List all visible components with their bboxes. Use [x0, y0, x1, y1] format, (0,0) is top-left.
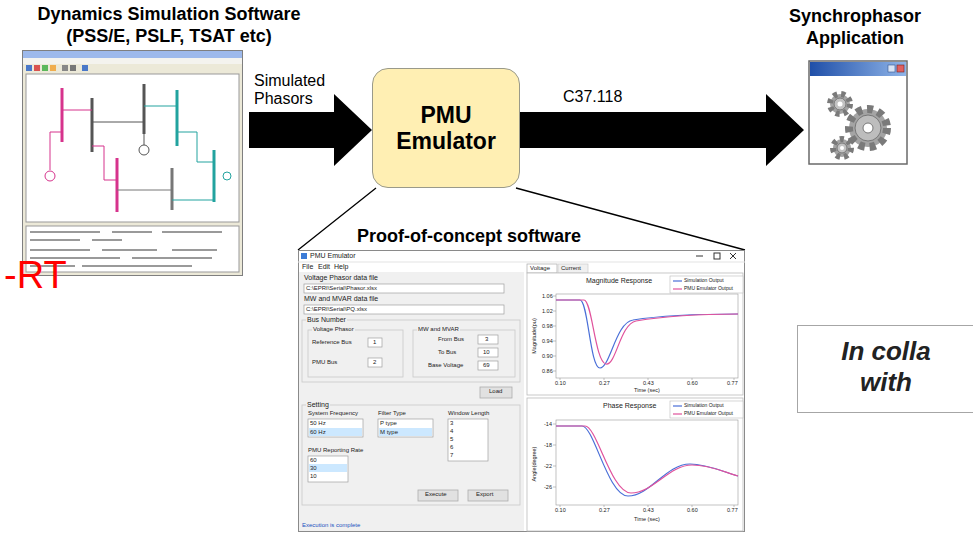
screen-text: 50 Hz [310, 420, 326, 427]
screen-text: C:\EPRI\Serial\Phasor.xlsx [306, 285, 377, 292]
screen-text: 0.60 [687, 380, 698, 386]
screen-text: C:\EPRI\Serial\PQ.xlsx [306, 306, 367, 313]
screen-text: Voltage [530, 265, 550, 272]
block-arrow [520, 94, 804, 166]
application-icon-node: Synchrophasor Application [770, 6, 940, 168]
screen-text: Execute [425, 491, 447, 498]
screen-text: Angle(degree) [531, 447, 537, 482]
screen-text: -14 [544, 421, 552, 427]
screen-text: 0.77 [727, 507, 738, 513]
screen-text: Voltage Phasor data file [304, 274, 378, 282]
screen-text: PMU Emulator Output [684, 411, 733, 417]
screen-text: 10 [310, 473, 317, 480]
screen-text: 0.86 [542, 368, 553, 374]
node-label: PMU Emulator [381, 102, 511, 155]
node-label: Synchrophasor Application [770, 6, 940, 49]
screen-text: Magnitude Response [586, 277, 652, 285]
screen-text: 7 [450, 452, 453, 459]
screen-text: P type [380, 420, 397, 427]
screen-text: Bus Number [306, 316, 347, 324]
screen-text: -22 [544, 463, 552, 469]
screen-text: 6 [450, 444, 453, 451]
collaboration-box: In colla with [797, 325, 973, 413]
screen-text: Window Length [448, 410, 489, 417]
screen-text: M type [380, 429, 398, 436]
screen-text: 3 [485, 336, 488, 343]
screen-text: 0.43 [643, 380, 654, 386]
screen-text: PMU Emulator [310, 252, 356, 260]
screen-text: Time (sec) [634, 387, 660, 393]
screen-text: 1 [373, 339, 376, 346]
screen-text: Filter Type [378, 410, 406, 417]
screen-text: Base Voltage [428, 362, 463, 369]
node-label: Proof-of-concept software [357, 226, 581, 248]
software-screenshot-node: Dynamics Simulation Software (PSS/E, PSL… [14, 4, 324, 276]
screenshot-text-layer: PMU EmulatorFile Edit HelpVoltage Phasor d… [298, 250, 745, 532]
screen-text: Edit [318, 263, 330, 271]
screen-text: 0.77 [727, 380, 738, 386]
screen-text: 0.10 [555, 507, 566, 513]
screen-text: PMU Emulator Output [684, 286, 733, 292]
pmu-emulator-box: PMU Emulator [372, 68, 520, 188]
screen-text: -18 [544, 442, 552, 448]
screen-text: MW and MVAR data file [304, 295, 378, 303]
screen-text: Setting [306, 401, 330, 409]
screen-text: 30 [310, 465, 317, 472]
screen-text: 2 [373, 359, 376, 366]
node-label: In colla with [826, 326, 946, 398]
screen-text: 5 [450, 436, 453, 443]
screen-text: 4 [450, 428, 453, 435]
screen-text: 0.90 [542, 353, 553, 359]
screen-text: Voltage Phasor [312, 326, 355, 333]
screen-text: Phase Response [603, 402, 656, 410]
screen-text: Magnitude(pu) [531, 318, 537, 353]
proof-of-concept-node: Proof-of-concept software [298, 226, 745, 532]
screen-text: Reference Bus [312, 339, 352, 346]
screen-text: 0.27 [599, 380, 610, 386]
screen-text: Current [561, 265, 581, 272]
software-screenshot [22, 50, 243, 276]
screen-text: 0.10 [555, 380, 566, 386]
screen-text: Time (sec) [634, 516, 660, 522]
screen-text: Load [489, 388, 502, 395]
screen-text: Export [476, 491, 493, 498]
screen-text: PMU Bus [312, 359, 337, 366]
edge-label: C37.118 [563, 88, 622, 106]
screen-text: 1.02 [542, 308, 553, 314]
screen-text: 0.27 [599, 507, 610, 513]
application-icon [808, 60, 908, 165]
screen-text: 0.94 [542, 338, 553, 344]
screen-text: 1.06 [542, 293, 553, 299]
screen-text: From Bus [438, 336, 464, 343]
screen-text: To Bus [438, 349, 456, 356]
screen-text: Simulation Output [684, 278, 724, 284]
screen-text: -26 [544, 484, 552, 490]
screen-text: System Frequency [308, 410, 358, 417]
screen-text: 0.43 [643, 507, 654, 513]
screen-text: 60 Hz [310, 429, 326, 436]
zoom-lines [298, 188, 745, 250]
node-label: Dynamics Simulation Software (PSS/E, PSL… [14, 4, 324, 47]
screen-text: 69 [483, 362, 490, 369]
screen-text: Execution is complete [302, 522, 360, 529]
edge-label: Simulated Phasors [254, 72, 346, 108]
screen-text: 3 [450, 420, 453, 427]
screen-text: File [302, 263, 313, 271]
screen-text: 0.60 [687, 507, 698, 513]
screen-text: Simulation Output [684, 403, 724, 409]
software-window [298, 250, 745, 532]
screen-text: PMU Reporting Rate [308, 447, 363, 454]
screen-text: 10 [483, 349, 490, 356]
screen-text: MW and MVAR [417, 326, 460, 333]
screen-text: 0.98 [542, 323, 553, 329]
screen-text: Help [334, 263, 348, 271]
screen-text: 60 [310, 457, 317, 464]
page-label: -RT [4, 256, 67, 294]
